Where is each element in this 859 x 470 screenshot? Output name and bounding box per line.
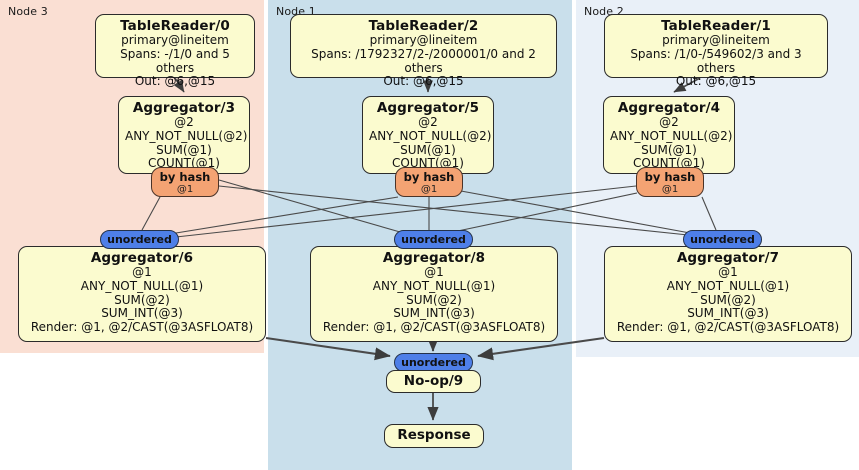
output-router-byhash3[interactable]: by hash@1	[151, 167, 219, 197]
processor-detail-line: SUM(@2)	[406, 292, 462, 307]
processor-detail-line: SUM(@2)	[114, 292, 170, 307]
processor-title: Aggregator/5	[376, 100, 480, 116]
processor-detail-line: @1	[424, 265, 444, 280]
processor-detail-line: @1	[718, 265, 738, 280]
processor-detail-line: SUM_INT(@3)	[687, 306, 769, 321]
processor-detail-line: ANY_NOT_NULL(@2)	[125, 129, 248, 144]
processor-detail-line: @2	[659, 115, 679, 130]
processor-detail-line: SUM_INT(@3)	[393, 306, 475, 321]
processor-detail-line: SUM(@1)	[400, 142, 456, 157]
processor-detail-line: Out: @6,@15	[134, 74, 216, 89]
processor-detail-line: Spans: /1792327/2-/2000001/0 and 2 other…	[311, 47, 536, 75]
processor-detail-line: Spans: /1/0-/549602/3 and 3 others	[630, 47, 802, 75]
processor-detail-line: ANY_NOT_NULL(@2)	[369, 129, 492, 144]
output-router-label: by hash	[159, 170, 211, 184]
processor-detail-line: COUNT(@1)	[148, 156, 220, 171]
processor-detail-line: SUM(@1)	[641, 142, 697, 157]
processor-detail-line: Out: @6,@15	[383, 74, 464, 89]
processor-detail-line: SUM(@2)	[700, 292, 756, 307]
terminal-response[interactable]: Response	[384, 424, 484, 448]
output-router-byhash4[interactable]: by hash@1	[636, 167, 704, 197]
input-sync-unordered6[interactable]: unordered	[100, 230, 179, 249]
processor-title: TableReader/2	[368, 18, 479, 34]
processor-detail-line: Render: @1, @2/CAST(@3ASFLOAT8)	[616, 320, 840, 335]
processor-title: Aggregator/3	[132, 100, 236, 116]
processor-detail-line: @2	[418, 115, 438, 130]
processor-detail-line: Spans: -/1/0 and 5 others	[120, 47, 230, 75]
processor-detail-line: ANY_NOT_NULL(@1)	[666, 279, 790, 294]
processor-detail-line: primary@lineitem	[121, 33, 229, 48]
processor-detail-line: SUM(@1)	[156, 142, 212, 157]
processor-title: Aggregator/8	[382, 250, 486, 266]
terminal-noop9[interactable]: No-op/9	[386, 370, 481, 393]
output-router-label: by hash	[644, 170, 696, 184]
processor-detail-line: ANY_NOT_NULL(@1)	[372, 279, 496, 294]
processor-title: TableReader/1	[661, 18, 771, 34]
processor-detail-line: primary@lineitem	[662, 33, 770, 48]
processor-detail-line: @1	[132, 265, 152, 280]
processor-detail-line: @2	[174, 115, 194, 130]
processor-title: TableReader/0	[120, 18, 230, 34]
processor-title: Aggregator/7	[676, 250, 780, 266]
processor-detail-line: COUNT(@1)	[392, 156, 464, 171]
panel-node3-label: Node 3	[8, 5, 48, 18]
processor-detail-line: COUNT(@1)	[633, 156, 705, 171]
input-sync-unordered8[interactable]: unordered	[394, 230, 473, 249]
processor-detail-line: SUM_INT(@3)	[101, 306, 183, 321]
output-router-column: @1	[661, 184, 679, 195]
processor-detail-line: Render: @1, @2/CAST(@3ASFLOAT8)	[322, 320, 546, 335]
processor-detail-line: ANY_NOT_NULL(@1)	[80, 279, 204, 294]
processor-detail-line: primary@lineitem	[369, 33, 478, 48]
input-sync-unordered9[interactable]: unordered	[394, 353, 473, 372]
output-router-column: @1	[176, 184, 194, 195]
processor-detail-line: ANY_NOT_NULL(@2)	[610, 129, 733, 144]
processor-title: Aggregator/4	[617, 100, 721, 116]
output-router-label: by hash	[403, 170, 455, 184]
output-router-byhash5[interactable]: by hash@1	[395, 167, 463, 197]
processor-detail-line: Out: @6,@15	[675, 74, 757, 89]
output-router-column: @1	[420, 184, 438, 195]
input-sync-unordered7[interactable]: unordered	[683, 230, 762, 249]
processor-detail-line: Render: @1, @2/CAST(@3ASFLOAT8)	[30, 320, 254, 335]
processor-title: Aggregator/6	[90, 250, 194, 266]
